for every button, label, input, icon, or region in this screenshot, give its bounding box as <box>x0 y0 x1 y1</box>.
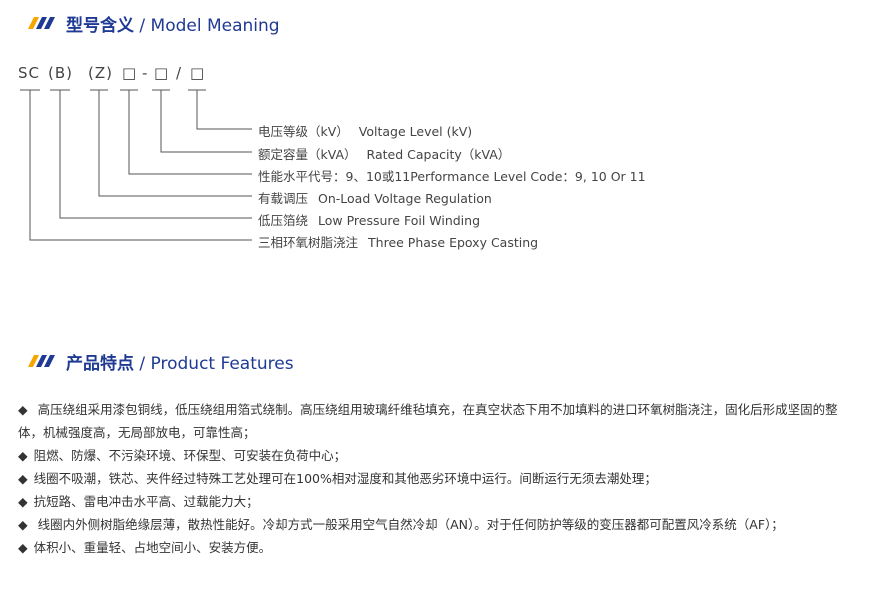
diamond-bullet-icon: ◆ <box>18 517 28 532</box>
code-part-dash: - <box>142 64 149 82</box>
feature-text: 阻燃、防爆、不污染环境、环保型、可安装在负荷中心； <box>33 448 347 463</box>
section-title-en: Model Meaning <box>150 15 280 36</box>
diamond-bullet-icon: ◆ <box>18 494 28 509</box>
meaning-en: On-Load Voltage Regulation <box>318 191 492 206</box>
meaning-foil-winding: 低压箔绕 Low Pressure Foil Winding <box>258 210 480 229</box>
meaning-cn: 电压等级（kV） <box>258 124 349 139</box>
code-part-b: (B) <box>48 64 73 82</box>
features-list: ◆ 高压绕组采用漆包铜线，低压绕组用箔式绕制。高压绕组用玻璃纤维毡填充，在真空状… <box>18 398 858 559</box>
feature-text: 线圈内外侧树脂绝缘层薄，散热性能好。冷却方式一般采用空气自然冷却（AN）。对于任… <box>37 517 784 532</box>
section-title-en: Product Features <box>150 353 294 374</box>
diamond-bullet-icon: ◆ <box>18 402 28 417</box>
list-item: ◆ 体积小、重量轻、占地空间小、安装方便。 <box>18 536 858 559</box>
meaning-voltage-level: 电压等级（kV） Voltage Level (kV) <box>258 121 472 140</box>
list-item: ◆ 线圈不吸潮，铁芯、夹件经过特殊工艺处理可在100%相对湿度和其他恶劣环境中运行… <box>18 467 858 490</box>
meaning-performance-level: 性能水平代号：9、10或11Performance Level Code：9, … <box>258 166 646 185</box>
meaning-cn: 低压箔绕 <box>258 213 309 228</box>
feature-text: 抗短路、雷电冲击水平高、过载能力大； <box>33 494 259 509</box>
list-item: ◆ 线圈内外侧树脂绝缘层薄，散热性能好。冷却方式一般采用空气自然冷却（AN）。对… <box>18 513 858 536</box>
code-part-z: (Z) <box>88 64 113 82</box>
section-title: 产品特点 / Product Features <box>66 349 294 374</box>
code-part-box-3: □ <box>190 64 206 82</box>
meaning-cn: 性能水平代号：9、10或11 <box>258 169 411 184</box>
section-title-cn: 型号含义 <box>66 15 134 36</box>
feature-text: 体积小、重量轻、占地空间小、安装方便。 <box>33 540 272 555</box>
section-title-cn: 产品特点 <box>66 353 134 374</box>
meaning-on-load-regulation: 有载调压 On-Load Voltage Regulation <box>258 188 492 207</box>
section-header-product-features: 产品特点 / Product Features <box>22 348 294 374</box>
diamond-bullet-icon: ◆ <box>18 448 28 463</box>
diamond-bullet-icon: ◆ <box>18 471 28 486</box>
meaning-en: Low Pressure Foil Winding <box>318 213 481 228</box>
feature-text: 线圈不吸潮，铁芯、夹件经过特殊工艺处理可在100%相对湿度和其他恶劣环境中运行。… <box>33 471 657 486</box>
section-header-model-meaning: 型号含义 / Model Meaning <box>22 10 280 36</box>
meaning-en: Rated Capacity（kVA） <box>366 147 511 162</box>
meaning-rated-capacity: 额定容量（kVA） Rated Capacity（kVA） <box>258 144 510 163</box>
meaning-cn: 有载调压 <box>258 191 309 206</box>
title-separator: / <box>134 15 151 36</box>
code-part-box-2: □ <box>154 64 170 82</box>
meaning-en: Performance Level Code：9, 10 Or 11 <box>410 169 646 184</box>
code-part-slash: / <box>176 64 183 82</box>
section-title: 型号含义 / Model Meaning <box>66 11 280 36</box>
meaning-en: Three Phase Epoxy Casting <box>368 235 539 250</box>
list-item: ◆ 阻燃、防爆、不污染环境、环保型、可安装在负荷中心； <box>18 444 858 467</box>
meaning-cn: 额定容量（kVA） <box>258 147 357 162</box>
meaning-en: Voltage Level (kV) <box>358 124 473 139</box>
diamond-bullet-icon: ◆ <box>18 540 28 555</box>
stripes-icon <box>28 17 55 29</box>
title-separator: / <box>134 353 151 374</box>
feature-text: 高压绕组采用漆包铜线，低压绕组用箔式绕制。高压绕组用玻璃纤维毡填充，在真空状态下… <box>18 402 838 440</box>
model-tree-lines <box>20 89 252 241</box>
list-item: ◆ 高压绕组采用漆包铜线，低压绕组用箔式绕制。高压绕组用玻璃纤维毡填充，在真空状… <box>18 398 858 444</box>
list-item: ◆ 抗短路、雷电冲击水平高、过载能力大； <box>18 490 858 513</box>
code-part-sc: SC <box>18 64 40 82</box>
meaning-epoxy-casting: 三相环氧树脂浇注 Three Phase Epoxy Casting <box>258 232 538 251</box>
meaning-cn: 三相环氧树脂浇注 <box>258 235 359 250</box>
stripes-icon <box>28 355 55 367</box>
code-part-box-1: □ <box>122 64 138 82</box>
